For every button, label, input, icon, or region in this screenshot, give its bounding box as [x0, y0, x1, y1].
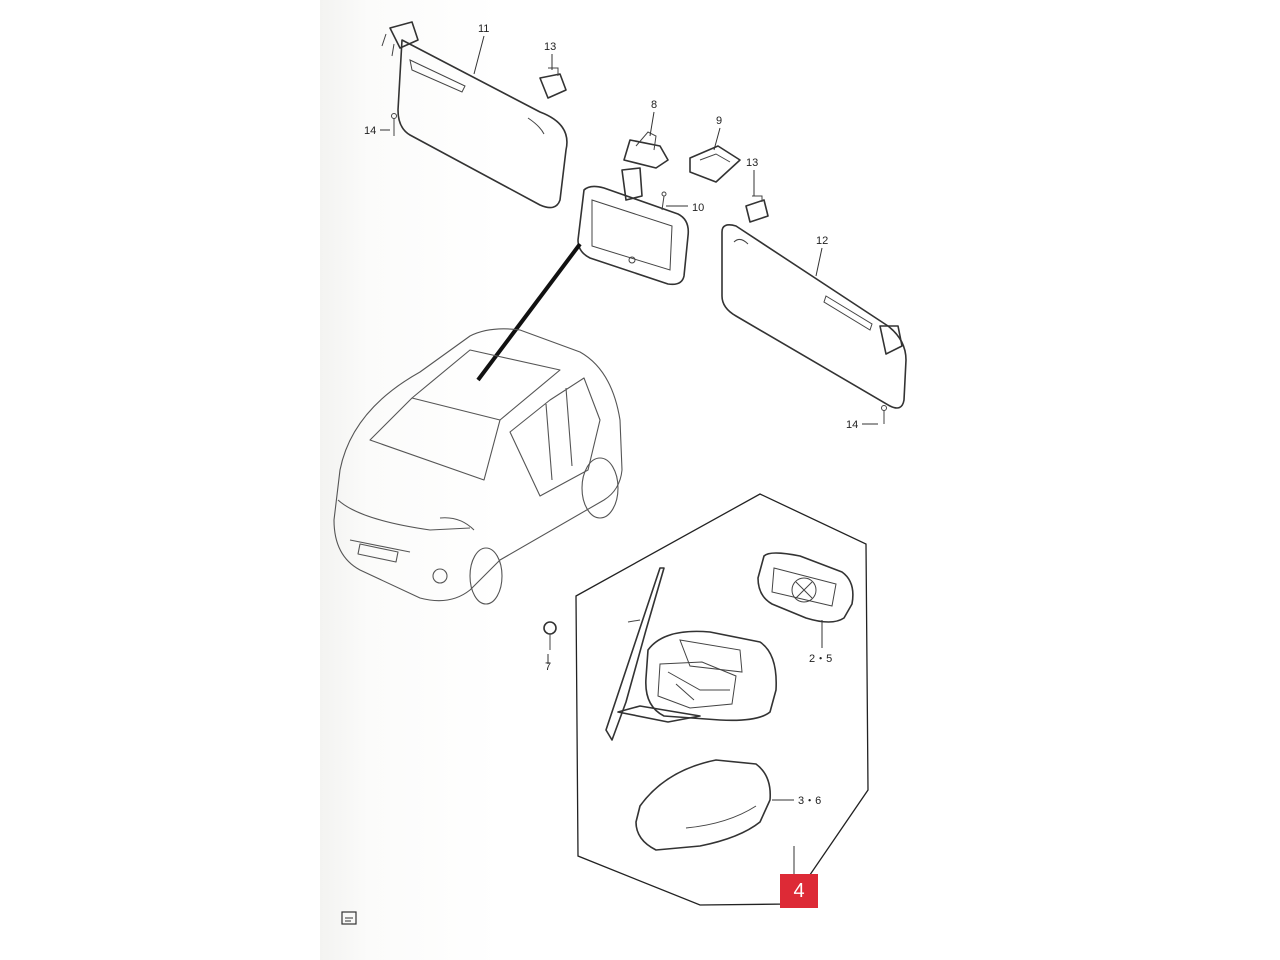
callout-14-left: 14 [364, 125, 376, 137]
callout-12: 12 [816, 235, 828, 247]
callout-13-upper: 13 [544, 41, 556, 53]
callout-11: 11 [478, 23, 489, 35]
mirror-cover-9 [689, 145, 741, 183]
visor-clip-13-lower [745, 195, 769, 223]
right-screw-14 [881, 405, 887, 424]
callout-10: 10 [692, 202, 704, 214]
callout-7: 7 [545, 661, 551, 673]
exterior-mirror-group-outline [575, 493, 869, 906]
vehicle-outline [333, 328, 623, 605]
callout-3-6: 3・6 [798, 795, 821, 807]
left-screw-14 [391, 113, 397, 136]
callout-14-right: 14 [846, 419, 858, 431]
left-sun-visor [381, 21, 568, 209]
callout-2-5: 2・5 [809, 653, 832, 665]
callout-9: 9 [716, 115, 722, 127]
highlighted-part-number: 4 [780, 874, 818, 908]
visor-clip-13-upper [539, 67, 567, 99]
mirror-pointer-line [476, 242, 582, 382]
mirror-cover-3-6 [635, 759, 772, 851]
callout-8: 8 [651, 99, 657, 111]
page-mark-icon [341, 911, 357, 925]
callout-13-lower: 13 [746, 157, 758, 169]
exterior-mirror-body [605, 567, 777, 741]
mirror-screw-10 [661, 191, 667, 211]
clip-7 [543, 621, 557, 650]
right-sun-visor [721, 224, 907, 409]
rear-view-mirror [577, 131, 690, 286]
mirror-glass-2-5 [757, 552, 854, 623]
leader-lines [380, 35, 878, 874]
